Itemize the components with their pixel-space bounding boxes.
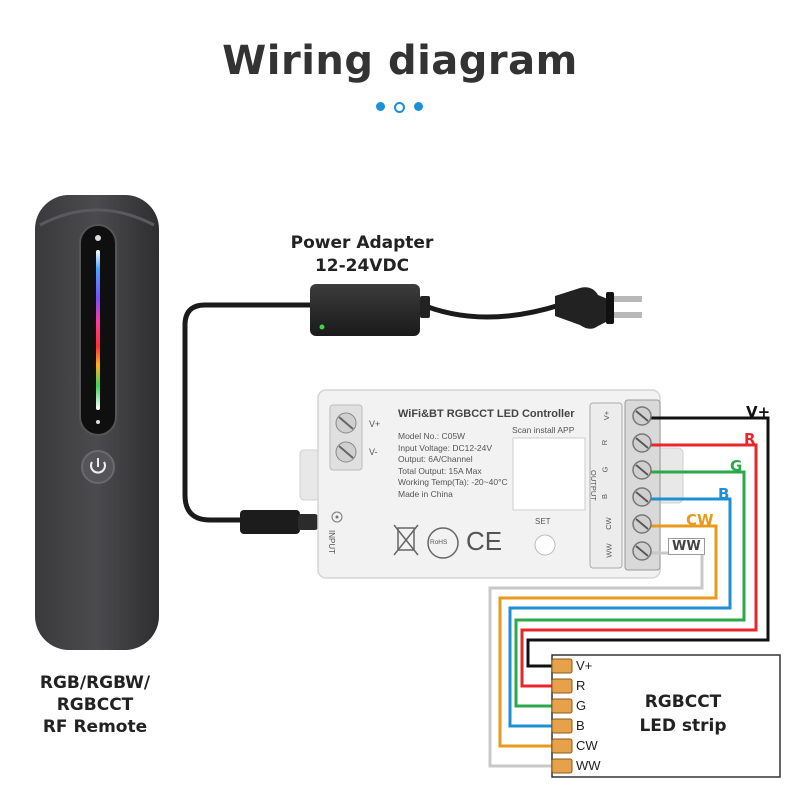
input-label: INPUT (327, 530, 336, 554)
terminal-label: G (600, 466, 610, 473)
led-strip (551, 654, 781, 778)
spec-total-output: Total Output: 15A Max (398, 465, 482, 476)
remote-label-line: RGBCCT (56, 695, 134, 715)
output-label: OUTPUT (589, 470, 598, 501)
screw-slot (635, 410, 649, 422)
wire-cw (498, 524, 718, 748)
terminal-label: WW (604, 543, 614, 558)
spec-input-voltage: Input Voltage: DC12-24V (398, 442, 493, 453)
dot (414, 102, 423, 111)
dot (376, 102, 385, 111)
strip-pin-label: G (576, 698, 587, 713)
power-icon (90, 461, 106, 474)
strip-pin-label: CW (576, 738, 598, 753)
color-slider (96, 250, 100, 410)
rohs-icon (427, 527, 459, 559)
remote-label-line: RGB/RGBW/ (39, 673, 151, 693)
spec-model: Model No.: C05W (398, 431, 466, 441)
rohs-text: RoHS (430, 539, 448, 546)
dot-active (394, 102, 405, 113)
wire-r (520, 443, 758, 688)
wire-label: CW (686, 511, 714, 529)
wires (488, 416, 770, 768)
power-led (319, 324, 325, 330)
screw-slot (635, 464, 649, 476)
set-button[interactable] (534, 534, 556, 556)
wire-label: V+ (746, 403, 771, 421)
wire-g (514, 470, 746, 708)
input-minus-label: V- (369, 447, 378, 457)
terminal-label: CW (603, 517, 613, 530)
qr-code (512, 437, 586, 511)
strip-pad (551, 758, 573, 774)
strip-pin-label: B (576, 718, 585, 733)
ce-mark: CE (466, 526, 503, 556)
strip-pad (551, 678, 573, 694)
ac-cable (417, 300, 561, 320)
weee-icon (393, 524, 419, 556)
wire-label: B (718, 485, 730, 503)
spec-working-temp: Working Temp(Ta): -20~40°C (398, 477, 508, 488)
screw-slot (635, 437, 649, 449)
wire-vplus (526, 416, 770, 668)
controller-specs: Model No.: C05W Input Voltage: DC12-24V … (398, 431, 508, 501)
spec-made-in: Made in China (398, 488, 453, 499)
controller-body (299, 389, 684, 579)
screw-slot (635, 491, 649, 503)
page-title: Wiring diagram (222, 38, 578, 84)
power-adapter-label: Power Adapter 12-24VDC (262, 232, 462, 278)
set-label: SET (535, 517, 551, 526)
strip-pads (551, 658, 573, 774)
spec-output: Output: 6A/Channel (398, 454, 473, 465)
wire-label: WW (668, 538, 705, 555)
brightness-icon (95, 235, 101, 241)
wire-label: R (744, 430, 756, 448)
title-dots (376, 102, 426, 114)
terminal-label: V+ (602, 410, 612, 421)
dc-cable (182, 302, 313, 523)
strip-pin-label: WW (576, 758, 601, 773)
strip-label-line: RGBCCT (644, 692, 722, 712)
remote-label-line: RF Remote (42, 717, 148, 737)
terminal-label: R (600, 439, 610, 446)
ac-plug (555, 287, 642, 329)
strip-label: RGBCCT LED strip (628, 690, 738, 738)
input-plus-label: V+ (369, 419, 381, 429)
power-adapter-voltage: 12-24VDC (314, 256, 410, 276)
rf-remote (35, 195, 159, 650)
controller-name: WiFi&BT RGBCCT LED Controller (398, 408, 575, 420)
strip-label-line: LED strip (639, 716, 727, 736)
strip-pin-label: R (576, 678, 586, 693)
remote-label: RGB/RGBW/ RGBCCT RF Remote (20, 672, 170, 738)
wire-b (508, 497, 732, 728)
strip-pad (551, 658, 573, 674)
scan-label: Scan install APP (512, 425, 575, 435)
terminal-label: B (600, 493, 610, 500)
strip-pin-label: V+ (576, 658, 593, 673)
terminal-screws (632, 406, 652, 561)
strip-pad (551, 718, 573, 734)
screw-slot (635, 545, 649, 557)
power-adapter (310, 284, 430, 336)
power-adapter-title: Power Adapter (290, 233, 434, 253)
wire-label: G (730, 457, 743, 475)
screw-slot (635, 518, 649, 530)
strip-pad (551, 698, 573, 714)
dim-icon (96, 420, 100, 424)
strip-pad (551, 738, 573, 754)
